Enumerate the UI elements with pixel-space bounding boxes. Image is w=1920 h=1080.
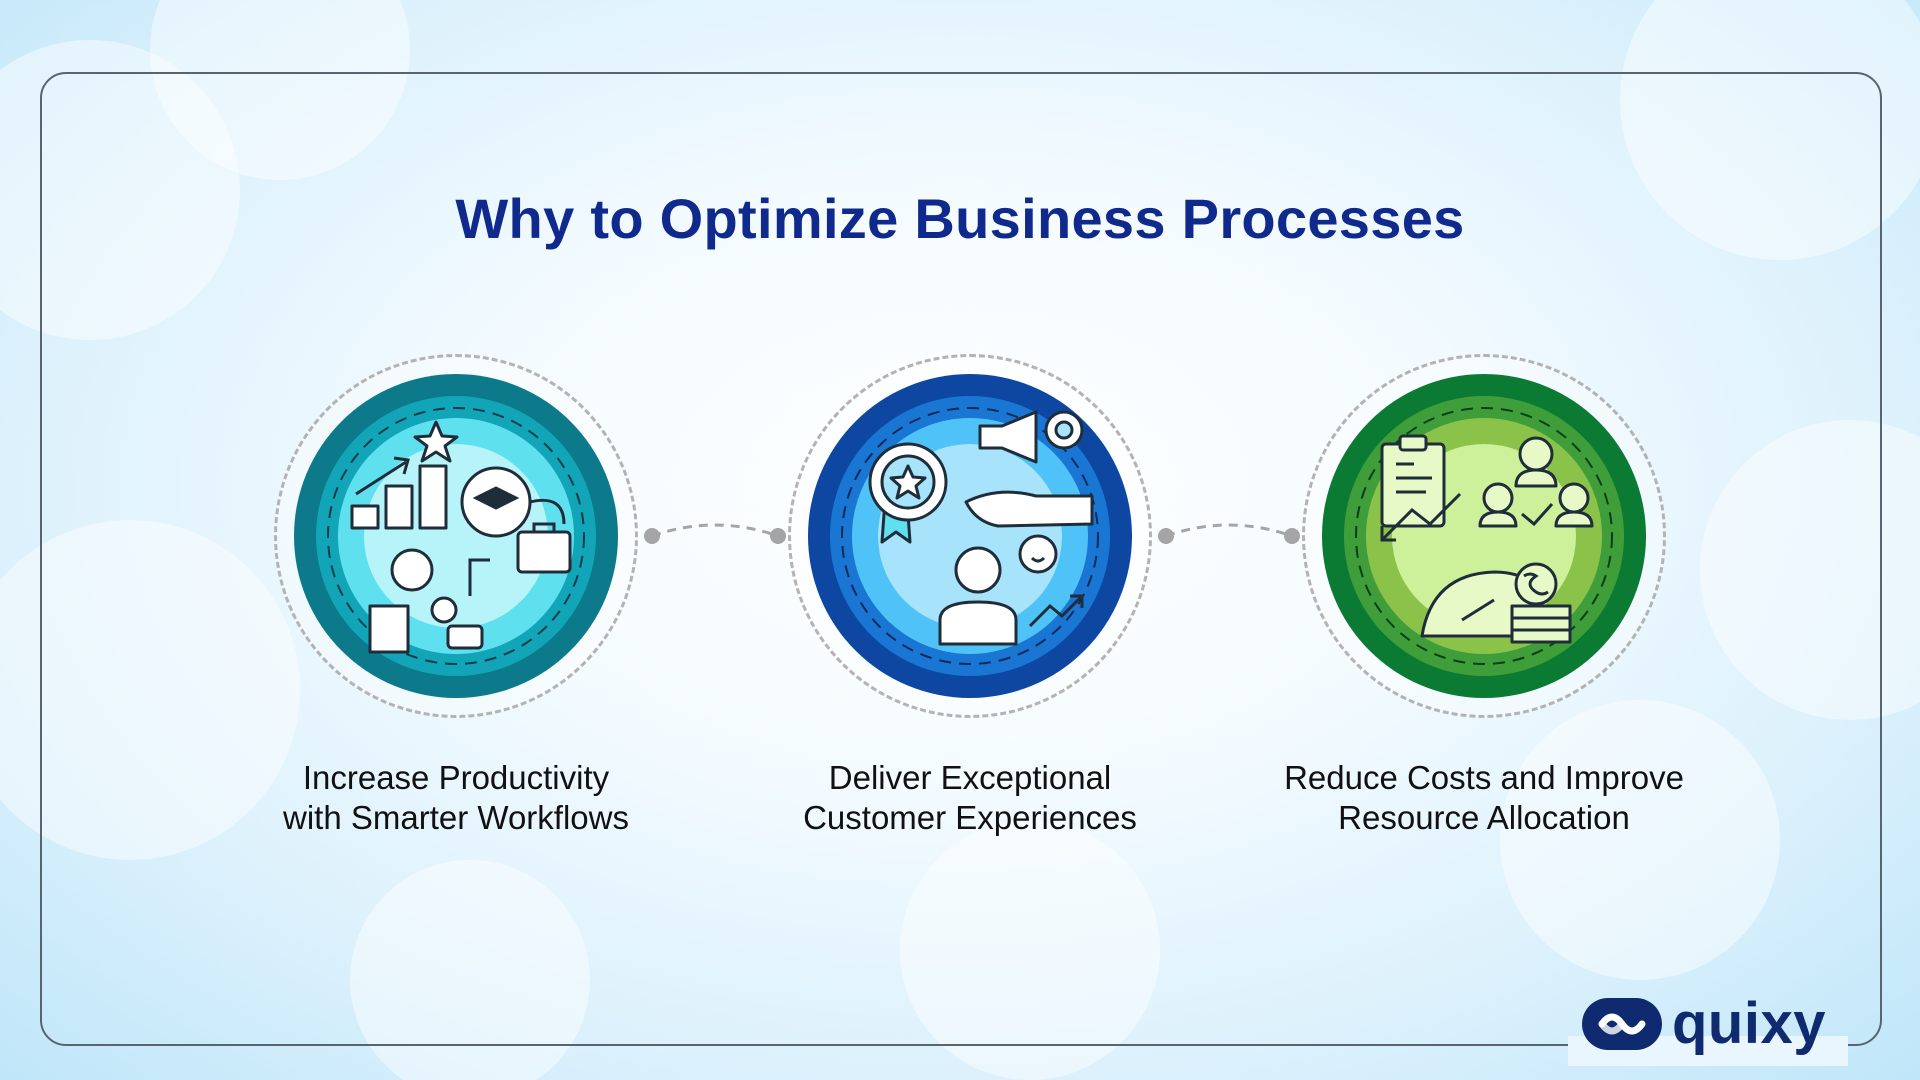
caption-line-2: with Smarter Workflows <box>283 799 629 836</box>
productivity-workflow-icon <box>294 374 618 698</box>
customer-experience-icon <box>808 374 1132 698</box>
content-frame <box>40 72 1882 1046</box>
quixy-logo: quixy <box>1580 995 1826 1053</box>
logo-text: quixy <box>1672 991 1826 1056</box>
caption-line-1: Reduce Costs and Improve <box>1284 759 1684 796</box>
cost-reduction-icon <box>1322 374 1646 698</box>
caption-line-1: Deliver Exceptional <box>828 759 1112 796</box>
caption-line-1: Increase Productivity <box>302 759 610 796</box>
item-caption: Reduce Costs and Improve Resource Alloca… <box>1234 758 1734 838</box>
item-caption: Increase Productivity with Smarter Workf… <box>206 758 706 838</box>
page-title: Why to Optimize Business Processes <box>455 187 1465 250</box>
caption-line-2: Customer Experiences <box>803 799 1137 836</box>
caption-line-2: Resource Allocation <box>1338 799 1630 836</box>
item-caption: Deliver Exceptional Customer Experiences <box>720 758 1220 838</box>
quixy-logo-icon <box>1582 998 1662 1050</box>
